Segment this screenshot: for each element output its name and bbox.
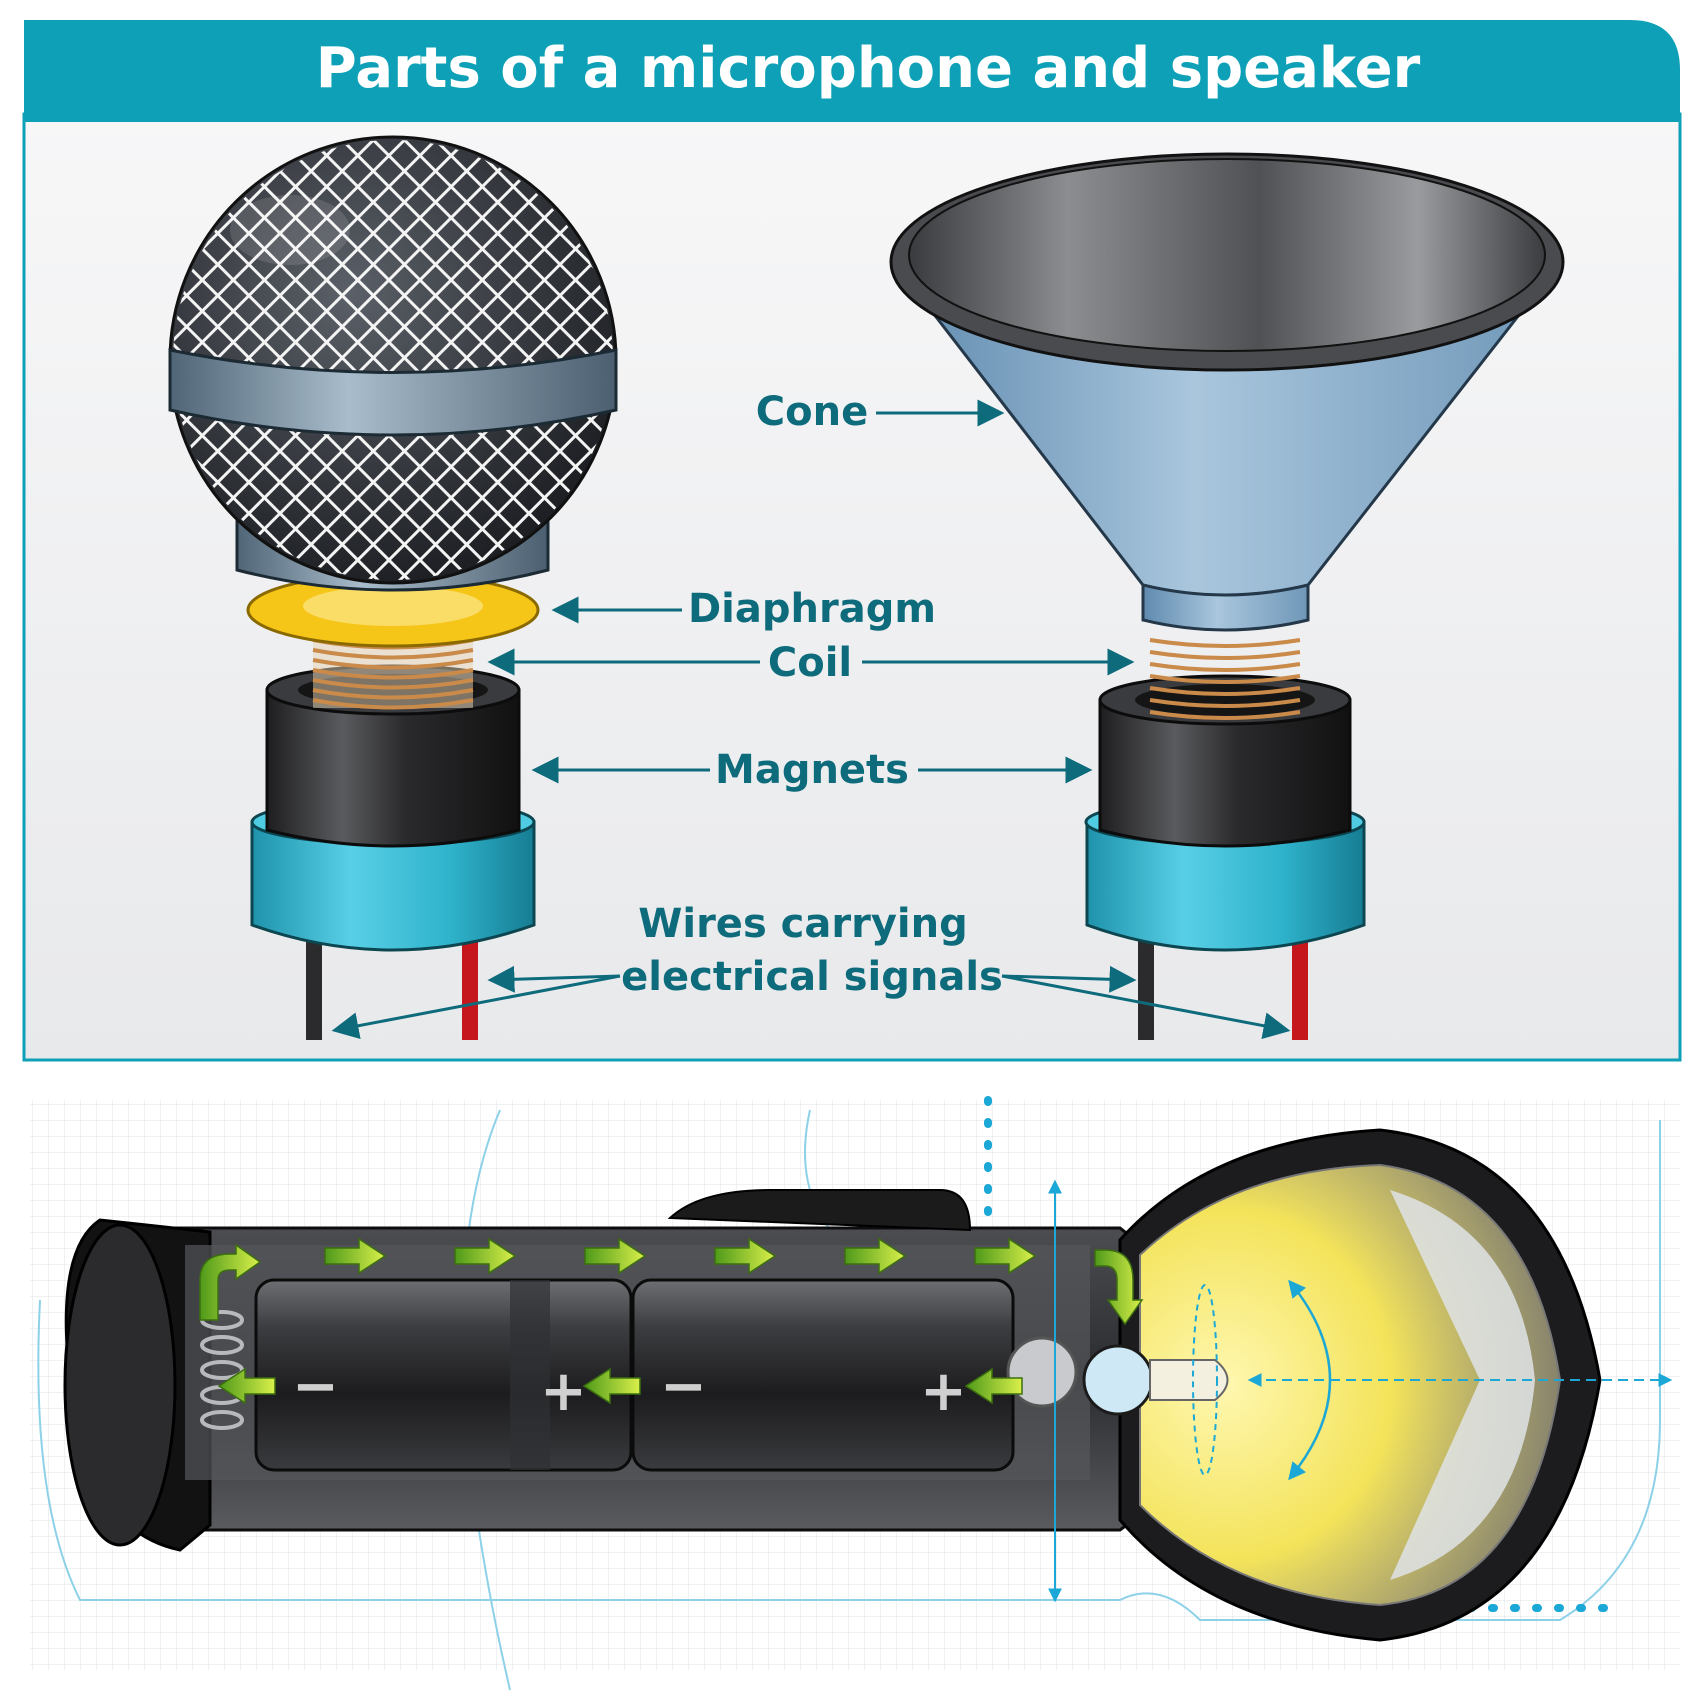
speaker-coil	[1149, 638, 1301, 720]
speaker-red-wire	[1292, 940, 1308, 1040]
label-diaphragm: Diaphragm	[551, 586, 936, 632]
battery-2-plus: +	[920, 1359, 967, 1424]
svg-text:Coil: Coil	[768, 640, 852, 686]
svg-text:electrical signals: electrical signals	[621, 954, 1003, 1000]
svg-text:Cone: Cone	[756, 389, 868, 435]
battery-1-minus: −	[292, 1354, 339, 1419]
label-cone: Cone	[756, 389, 1005, 435]
flashlight-cutaway-illustration: − + − +	[30, 1096, 1680, 1691]
speaker-black-wire	[1138, 940, 1154, 1040]
mic-red-wire	[462, 940, 478, 1040]
speaker-illustration	[889, 152, 1565, 1040]
bulb-socket	[1082, 1344, 1154, 1416]
svg-text:Diaphragm: Diaphragm	[688, 586, 936, 632]
microphone-illustration	[168, 135, 618, 1040]
title-banner	[24, 20, 1680, 122]
current-flow-arrows	[199, 1237, 1144, 1405]
label-magnets: Magnets	[531, 747, 1093, 793]
label-coil: Coil	[487, 640, 1135, 686]
battery-2-minus: −	[660, 1354, 707, 1419]
svg-text:Magnets: Magnets	[715, 747, 909, 793]
diagram-title: Parts of a microphone and speaker	[316, 36, 1421, 101]
mic-black-wire	[306, 940, 322, 1040]
svg-text:Wires carrying: Wires carrying	[638, 901, 967, 947]
label-wires: Wires carrying electrical signals	[331, 901, 1291, 1040]
bulb	[1149, 1359, 1229, 1401]
battery-1-plus: +	[540, 1359, 587, 1424]
